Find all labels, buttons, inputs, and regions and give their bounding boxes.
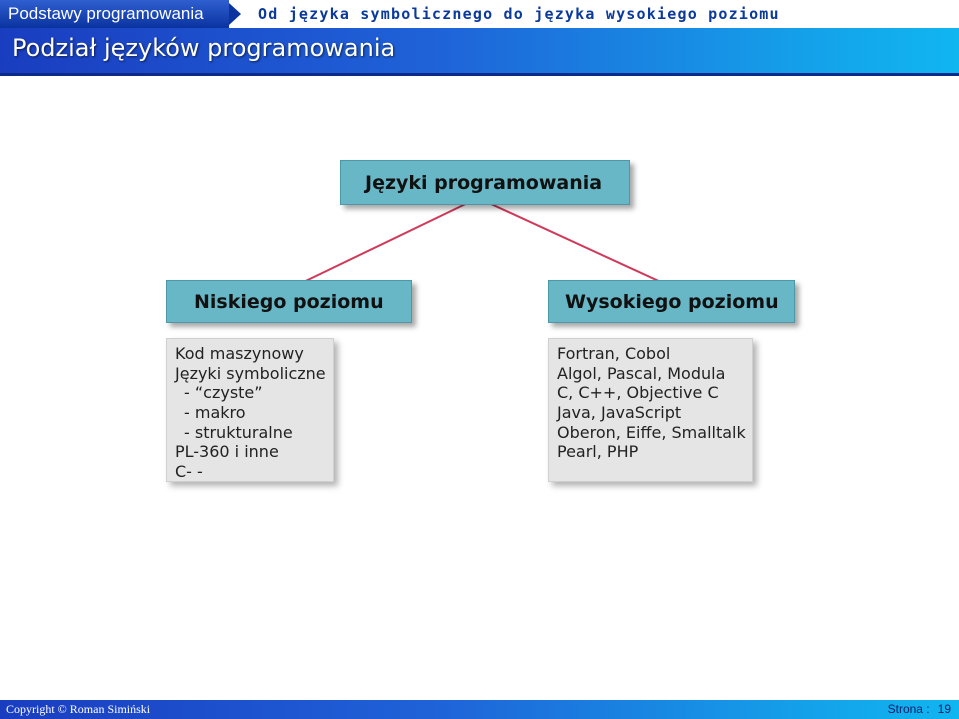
list-item: C, C++, Objective C (557, 383, 719, 403)
list-item: Java, JavaScript (557, 403, 682, 423)
list-item: - “czyste” (184, 383, 263, 403)
low-level-list: Kod maszynowy Języki symboliczne - “czys… (166, 338, 334, 482)
header-bar: Podstawy programowania Od języka symboli… (0, 0, 959, 28)
high-level-list: Fortran, Cobol Algol, Pascal, Modula C, … (548, 338, 753, 482)
root-node: Języki programowania (340, 160, 630, 205)
topic-subtitle: Od języka symbolicznego do języka wysoki… (258, 5, 780, 23)
page-label: Strona : (887, 702, 930, 716)
list-item: Języki symboliczne (175, 363, 326, 383)
chevron-right-icon (229, 3, 241, 25)
page-indicator: Strona : 19 (888, 700, 951, 719)
list-item: Kod maszynowy (175, 344, 304, 363)
high-level-node: Wysokiego poziomu (548, 280, 795, 323)
list-item: PL-360 i inne (175, 442, 279, 462)
list-item: Algol, Pascal, Modula (557, 363, 726, 383)
low-level-node: Niskiego poziomu (166, 280, 412, 323)
footer-bar: Copyright © Roman Simiński Strona : 19 (0, 700, 959, 719)
list-item: - strukturalne (184, 422, 293, 442)
arrow-to-high (477, 197, 678, 291)
list-item: - makro (184, 403, 246, 423)
page-number: 19 (937, 702, 951, 716)
list-item: C- - (175, 462, 203, 482)
list-item: Pearl, PHP (557, 442, 639, 462)
page-title: Podział języków programowania (12, 34, 396, 62)
arrow-to-low (287, 197, 479, 291)
list-item: Fortran, Cobol (557, 344, 671, 363)
list-item: Oberon, Eiffe, Smalltalk (557, 422, 746, 442)
course-title: Podstawy programowania (0, 0, 229, 28)
copyright-text: Copyright © Roman Simiński (6, 702, 151, 716)
language-diagram: Języki programowania Niskiego poziomu Wy… (0, 76, 959, 700)
title-bar: Podział języków programowania (0, 28, 959, 76)
